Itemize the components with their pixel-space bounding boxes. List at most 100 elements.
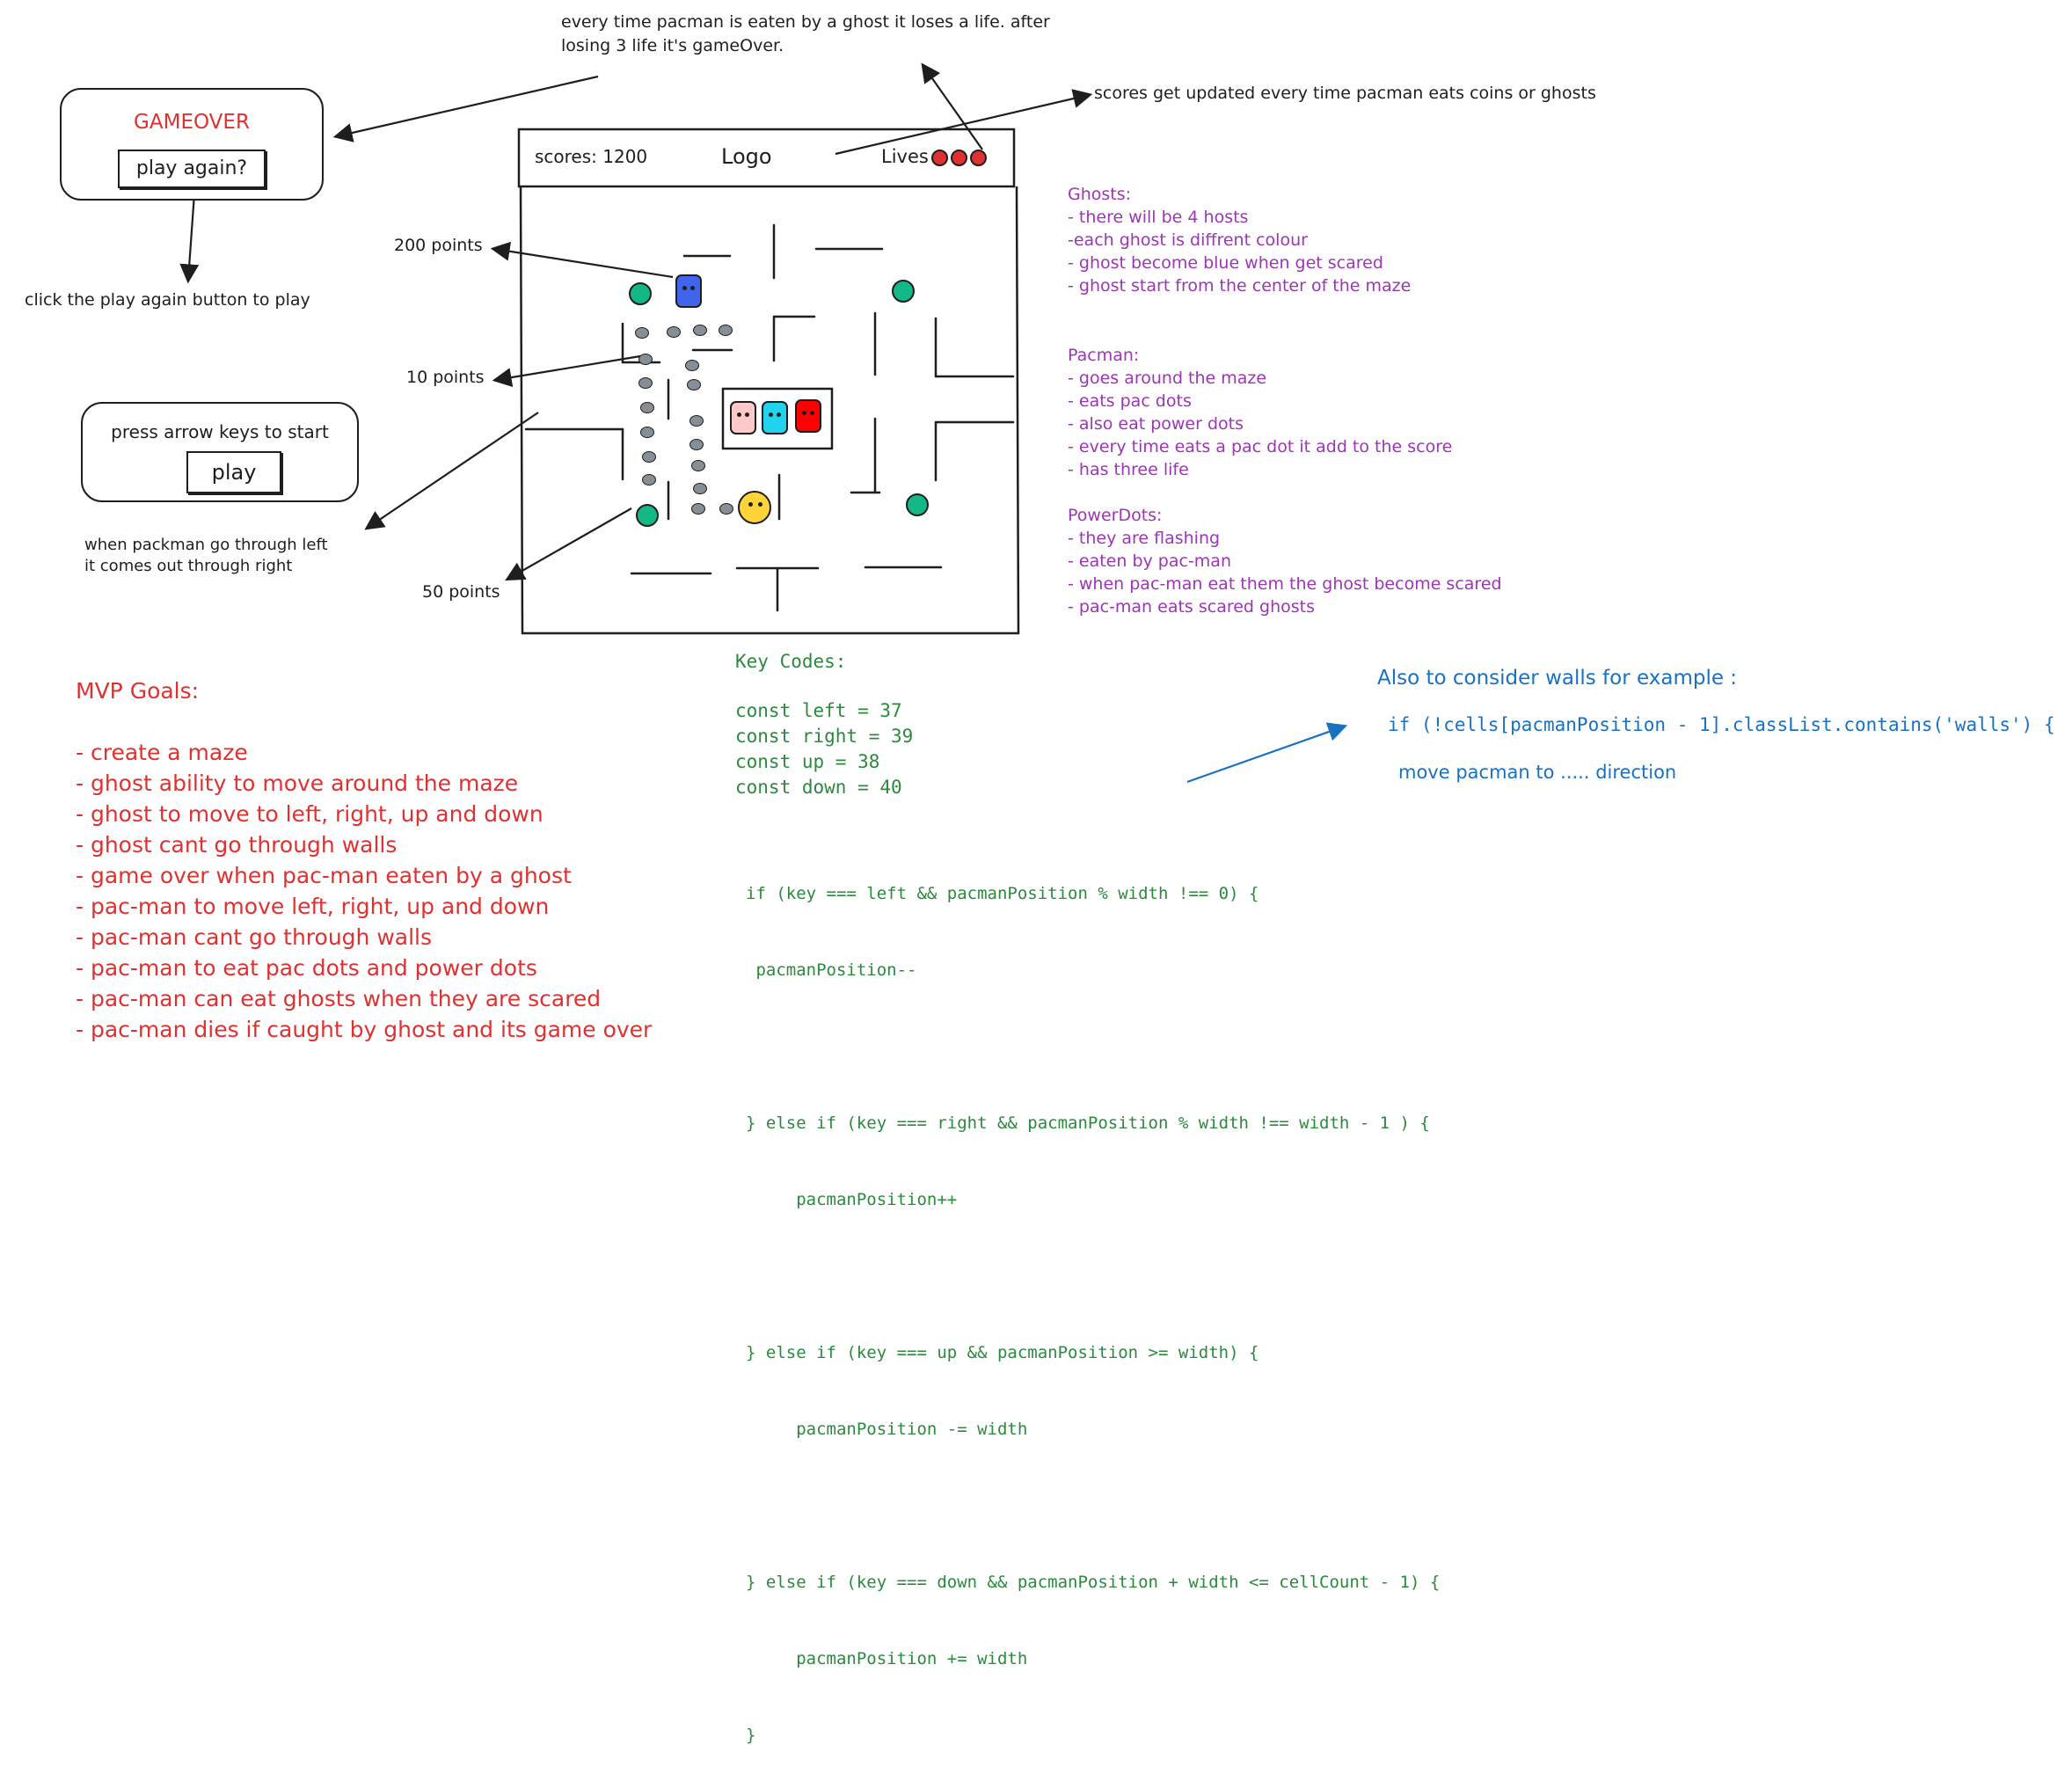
key-codes-title: Key Codes: xyxy=(735,651,847,672)
pacman-spec-item: - goes around the maze xyxy=(1068,369,1267,388)
key-code-line: const up = 38 xyxy=(735,751,880,772)
walls-note-action: move pacman to ..... direction xyxy=(1398,762,1677,783)
power-dot xyxy=(892,280,915,303)
dot-points-label: 10 points xyxy=(406,368,485,387)
powerdots-spec-title: PowerDots: xyxy=(1068,506,1163,525)
power-dot xyxy=(629,282,652,305)
code-line: pacmanPosition-- xyxy=(746,960,917,980)
powerdots-spec-item: - when pac-man eat them the ghost become… xyxy=(1068,574,1502,594)
mvp-goal-item: - pac-man dies if caught by ghost and it… xyxy=(76,1017,653,1042)
mvp-goal-item: - pac-man to move left, right, up and do… xyxy=(76,894,550,919)
ghosts-spec-item: - there will be 4 hosts xyxy=(1068,208,1249,227)
code-line xyxy=(746,1493,1440,1519)
play-button[interactable]: play xyxy=(186,451,281,493)
movement-code: if (key === left && pacmanPosition % wid… xyxy=(746,830,1440,1774)
tunnel-annotation: when packman go through left it comes ou… xyxy=(84,535,328,577)
pacman-spec-item: - has three life xyxy=(1068,460,1189,479)
ghosts-spec-title: Ghosts: xyxy=(1068,185,1132,204)
lives-annotation: every time pacman is eaten by a ghost it… xyxy=(561,11,1050,58)
pac-dot xyxy=(640,427,654,438)
play-again-button[interactable]: play again? xyxy=(118,150,266,188)
scared-ghost-blue xyxy=(675,274,702,308)
arrow-to-lives xyxy=(921,62,983,150)
pac-dot xyxy=(640,402,654,413)
ghosts-spec: Ghosts: - there will be 4 hosts -each gh… xyxy=(1068,183,1411,297)
pacman-spec-item: - also eat power dots xyxy=(1068,414,1244,434)
key-code-line: const down = 40 xyxy=(735,777,902,798)
start-card-text: press arrow keys to start xyxy=(111,421,329,442)
powerdots-spec-item: - pac-man eats scared ghosts xyxy=(1068,597,1316,617)
code-line: pacmanPosition++ xyxy=(746,1190,958,1209)
gameover-title: GAMEOVER xyxy=(134,111,250,134)
life-dot xyxy=(950,149,967,166)
arrow-to-50-points xyxy=(505,507,632,581)
scores-annotation: scores get updated every time pacman eat… xyxy=(1094,84,1596,103)
pac-dot xyxy=(691,460,705,471)
mvp-goal-item: - ghost cant go through walls xyxy=(76,832,398,858)
walls-note-title: Also to consider walls for example : xyxy=(1377,667,1738,690)
mvp-goal-item: - ghost ability to move around the maze xyxy=(76,770,519,796)
start-card: press arrow keys to start play xyxy=(81,402,359,502)
pac-dot xyxy=(667,326,681,338)
play-again-annotation: click the play again button to play xyxy=(25,290,310,310)
game-logo: Logo xyxy=(721,144,772,169)
code-line: pacmanPosition -= width xyxy=(746,1420,1028,1439)
pac-dot xyxy=(693,325,707,336)
arrow-to-gameover xyxy=(332,75,599,142)
pacman-spec: Pacman: - goes around the maze - eats pa… xyxy=(1068,344,1452,481)
pac-dot xyxy=(693,483,707,494)
mvp-goals-title: MVP Goals: xyxy=(76,678,200,704)
code-line: pacmanPosition += width xyxy=(746,1649,1028,1668)
ghost-pink xyxy=(730,401,756,434)
ghost-cyan xyxy=(762,401,788,434)
code-line: } else if (key === down && pacmanPositio… xyxy=(746,1573,1441,1592)
key-code-line: const right = 39 xyxy=(735,726,914,747)
life-dot xyxy=(969,149,987,166)
key-code-line: const left = 37 xyxy=(735,700,902,721)
game-window-frame xyxy=(517,128,1020,635)
pac-dot xyxy=(719,325,733,336)
tunnel-annotation-line1: when packman go through left xyxy=(84,536,328,554)
pac-dot xyxy=(685,360,699,371)
code-line xyxy=(746,1034,1440,1060)
walls-note-code: if (!cells[pacmanPosition - 1].classList… xyxy=(1388,714,2055,735)
lives-annotation-line1: every time pacman is eaten by a ghost it… xyxy=(561,12,1050,32)
mvp-goal-item: - ghost to move to left, right, up and d… xyxy=(76,801,544,827)
ghost-points-label: 200 points xyxy=(394,236,483,255)
gameover-card: GAMEOVER play again? xyxy=(60,88,324,201)
arrow-to-play-again-note xyxy=(179,193,200,284)
powerdots-spec: PowerDots: - they are flashing - eaten b… xyxy=(1068,504,1502,618)
code-line: } else if (key === right && pacmanPositi… xyxy=(746,1113,1430,1133)
mvp-goal-item: - game over when pac-man eaten by a ghos… xyxy=(76,863,572,888)
power-dot xyxy=(636,504,659,527)
code-line: } xyxy=(746,1726,756,1745)
pac-dot xyxy=(687,379,701,391)
pacman-spec-title: Pacman: xyxy=(1068,346,1140,365)
pac-dot xyxy=(642,451,656,463)
lives-display: Lives xyxy=(881,146,987,167)
sketch-lines xyxy=(179,62,1348,784)
mvp-goals: MVP Goals: - create a maze - ghost abili… xyxy=(76,675,652,1045)
ghosts-spec-item: -each ghost is diffrent colour xyxy=(1068,230,1308,250)
pac-dot xyxy=(691,503,705,515)
ghosts-spec-item: - ghost start from the center of the maz… xyxy=(1068,276,1412,296)
tunnel-annotation-line2: it comes out through right xyxy=(84,557,293,575)
power-dot xyxy=(906,493,929,516)
pac-dot xyxy=(642,474,656,485)
ghosts-spec-item: - ghost become blue when get scared xyxy=(1068,253,1383,273)
lives-annotation-line2: losing 3 life it's gameOver. xyxy=(561,36,784,55)
pac-dot xyxy=(638,354,653,365)
pac-dot xyxy=(689,415,704,427)
pac-dot xyxy=(635,327,649,339)
pac-dot xyxy=(689,439,704,450)
code-line xyxy=(746,1264,1440,1289)
arrow-to-10-points xyxy=(492,354,641,387)
pacman-spec-item: - eats pac dots xyxy=(1068,391,1192,411)
pac-dot xyxy=(719,503,733,515)
power-dot-points-label: 50 points xyxy=(422,582,500,602)
pac-dot xyxy=(638,377,653,389)
mvp-goal-item: - create a maze xyxy=(76,740,248,765)
arrow-to-walls-note xyxy=(1186,722,1348,784)
arrow-to-200-points xyxy=(490,241,674,279)
arrow-to-tunnel-note xyxy=(364,412,539,530)
